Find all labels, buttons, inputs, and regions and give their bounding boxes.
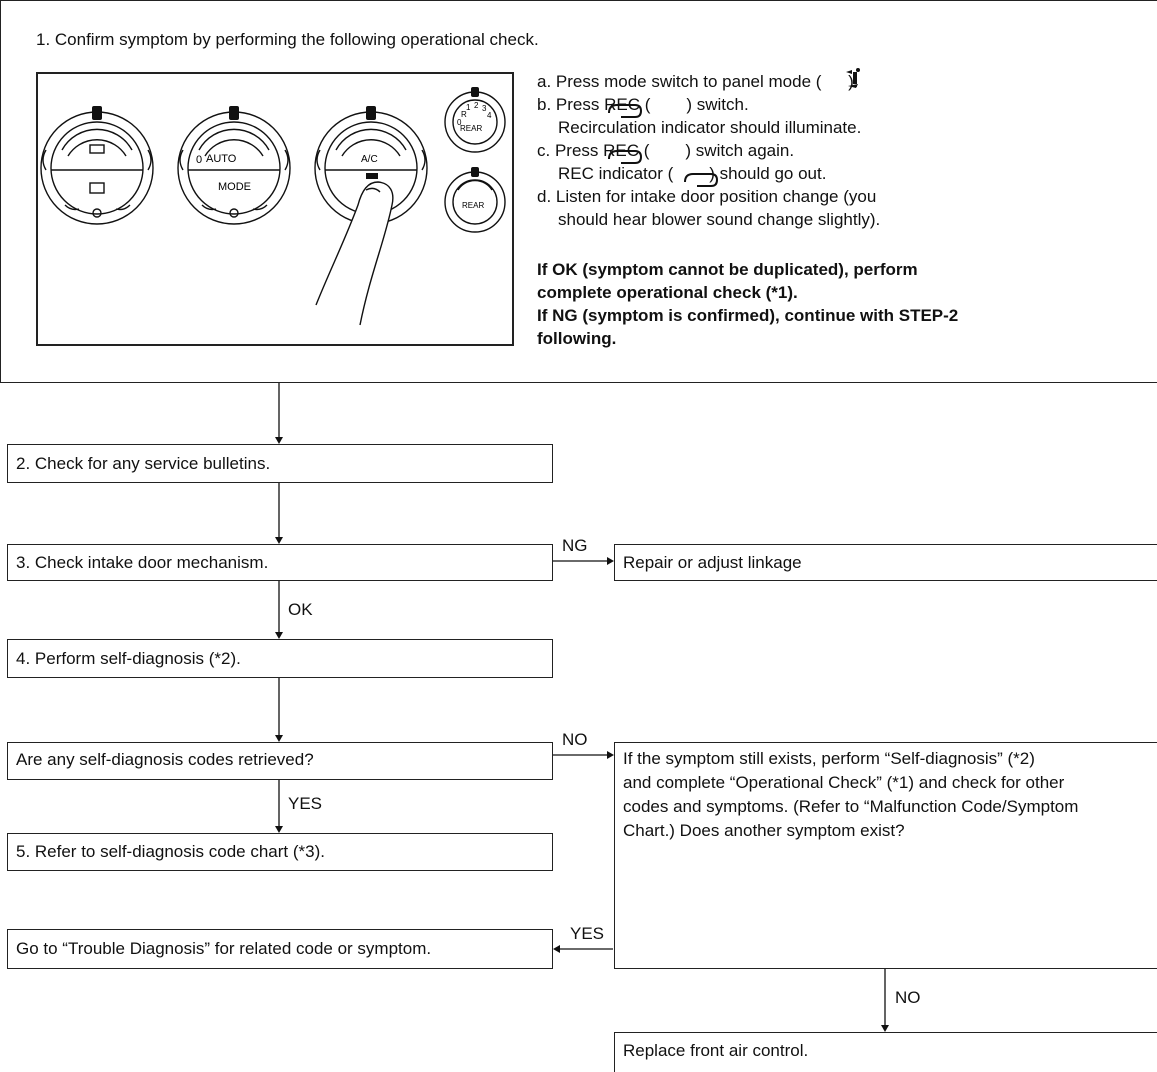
repair-text: Repair or adjust linkage [623,553,802,572]
step4-box: 4. Perform self-diagnosis (*2). [7,639,553,678]
knob-ac-label: A/C [361,154,378,165]
symptom-line1: If the symptom still exists, perform “Se… [623,749,1035,768]
flow-arrowheads [275,437,889,1032]
repair-box: Repair or adjust linkage [614,544,1157,581]
knob-auto-label: AUTO [206,153,237,165]
label-ng: NG [562,536,588,555]
trouble-text: Go to “Trouble Diagnosis” for related co… [16,939,432,958]
step5-text: 5. Refer to self-diagnosis code chart (*… [16,842,325,861]
label-no-2: NO [895,988,921,1007]
result-ok-line2: complete operational check (*1). [537,283,798,302]
step1-title: 1. Confirm symptom by performing the fol… [36,30,539,49]
rear-scale-1: 1 [466,103,471,112]
rec-icons [608,104,719,187]
rec-icon [608,104,643,118]
knob-pointers [92,87,479,179]
defrost-knob [40,111,154,225]
instruction-b: b. Press REC () switch. [537,95,749,114]
trouble-box: Go to “Trouble Diagnosis” for related co… [7,929,553,969]
symptom-line2: and complete “Operational Check” (*1) an… [623,773,1065,792]
result-ng-line1: If NG (symptom is confirmed), continue w… [537,306,959,325]
label-yes-2: YES [570,924,605,943]
instruction-c-detail: REC indicator () should go out. [558,164,827,183]
instruction-d: d. Listen for intake door position chang… [537,187,877,206]
step2-text: 2. Check for any service bulletins. [16,454,271,473]
knob-zero-label: 0 [196,154,202,166]
symptom-line4: Chart.) Does another symptom exist? [623,821,905,840]
result-ng-line2: following. [537,329,617,348]
control-panel-illustration [36,72,514,346]
label-no: NO [562,730,588,749]
finger-illustration [315,181,394,326]
step3-box: 3. Check intake door mechanism. [7,544,553,581]
step4-text: 4. Perform self-diagnosis (*2). [16,649,241,668]
control-knobs [40,91,506,326]
flow-connectors [278,383,886,1025]
question-text: Are any self-diagnosis codes retrieved? [16,750,314,769]
instruction-d-detail: should hear blower sound change slightly… [558,210,881,229]
step5-box: 5. Refer to self-diagnosis code chart (*… [7,833,553,871]
mode-knob [177,111,291,225]
rear-scale-0: 0 [457,118,462,127]
rear-scale-3: 3 [482,104,487,113]
rear-scale-4: 4 [487,111,492,120]
panel-mode-icon [846,68,860,88]
symptom-line3: codes and symptoms. (Refer to “Malfuncti… [623,797,1079,816]
replace-box: Replace front air control. [614,1032,1157,1072]
instruction-c: c. Press REC () switch again. [537,141,795,160]
instruction-b-detail: Recirculation indicator should illuminat… [558,118,862,137]
rear-scale-r: R [461,110,467,119]
rec-icon [608,150,643,164]
result-ok-line1: If OK (symptom cannot be duplicated), pe… [537,260,918,279]
label-ok: OK [288,600,313,619]
rear-lower-label: REAR [462,201,484,210]
replace-text: Replace front air control. [623,1041,809,1060]
rear-scale-2: 2 [474,101,479,110]
knob-mode-label: MODE [218,181,251,193]
step3-text: 3. Check intake door mechanism. [16,553,269,572]
instruction-a: a. Press mode switch to panel mode ( ). [537,72,859,91]
rear-knob-lower [444,171,506,233]
question-box: Are any self-diagnosis codes retrieved? [7,742,553,780]
rec-icon [684,173,719,187]
label-yes: YES [288,794,323,813]
step2-box: 2. Check for any service bulletins. [7,444,553,483]
rear-upper-label: REAR [460,124,482,133]
symptom-box: If the symptom still exists, perform “Se… [614,742,1157,969]
